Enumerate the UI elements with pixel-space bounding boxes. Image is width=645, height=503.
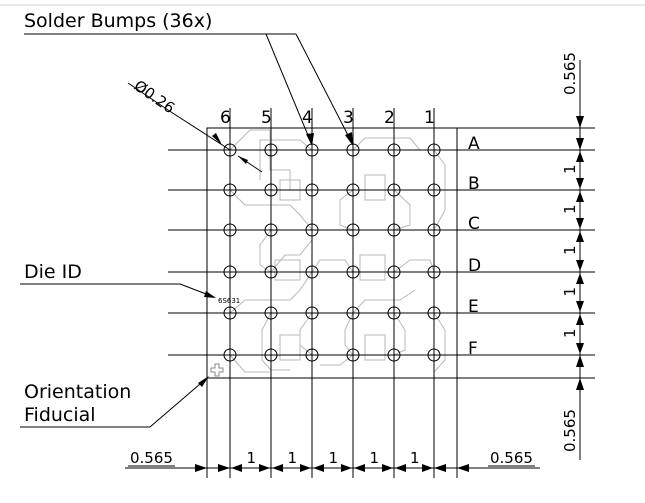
arrow-top-edge: [576, 116, 584, 128]
row-lines: [168, 150, 595, 355]
row-label: B: [468, 174, 480, 194]
die-id-arrow: [204, 291, 216, 298]
top-offset-label: 0.565: [561, 52, 579, 95]
diameter-callout: Ø0.26: [131, 77, 178, 118]
bottom-left-offset-label: 0.565: [130, 449, 173, 467]
orientation-callout-line2: Fiducial: [24, 404, 96, 426]
die-id-callout: Die ID: [24, 261, 82, 283]
column-pitch-label: 1: [329, 449, 339, 467]
row-label: F: [468, 339, 478, 359]
routing-traces: [230, 130, 445, 372]
leader-arrow-2: [345, 132, 353, 146]
column-pitch-label: 1: [247, 449, 257, 467]
right-dimension-chain: 1 1 1 1 1: [561, 138, 584, 367]
orientation-leader: [150, 378, 207, 427]
die-outline: [207, 128, 457, 378]
arrow-bottom-edge: [576, 378, 584, 390]
column-label: 5: [261, 108, 272, 128]
column-pitch-label: 1: [288, 449, 298, 467]
column-lines: [230, 108, 434, 478]
orientation-callout-line1: Orientation: [24, 381, 131, 403]
row-pitch-label: 1: [561, 204, 579, 214]
row-pitch-label: 1: [561, 328, 579, 338]
column-label: 1: [424, 108, 435, 128]
bottom-dimension-chain: 1 1 1 1 1: [218, 449, 446, 472]
column-label: 2: [384, 108, 395, 128]
row-labels: ABC D E F: [468, 134, 481, 359]
die-id-marking: 6S631: [218, 297, 240, 305]
orientation-fiducial-mark: [211, 364, 223, 376]
row-label: E: [468, 297, 479, 317]
arrow-right-edge: [457, 464, 469, 472]
arrow-left-edge: [195, 464, 207, 472]
solder-bumps-callout: Solder Bumps (36x): [24, 10, 212, 32]
row-pitch-label: 1: [561, 245, 579, 255]
column-pitch-label: 1: [410, 449, 420, 467]
column-label: 6: [220, 108, 231, 128]
row-label: C: [468, 214, 480, 234]
row-pitch-label: 1: [561, 164, 579, 174]
bottom-right-offset-label: 0.565: [490, 449, 533, 467]
row-pitch-label: 1: [561, 287, 579, 297]
diameter-arrow-2: [238, 156, 248, 164]
row-label: D: [468, 256, 481, 276]
column-pitch-label: 1: [370, 449, 380, 467]
row-label: A: [468, 134, 480, 154]
column-label: 3: [343, 108, 354, 128]
solder-bump-array: [224, 144, 440, 361]
bottom-offset-label: 0.565: [561, 409, 579, 452]
